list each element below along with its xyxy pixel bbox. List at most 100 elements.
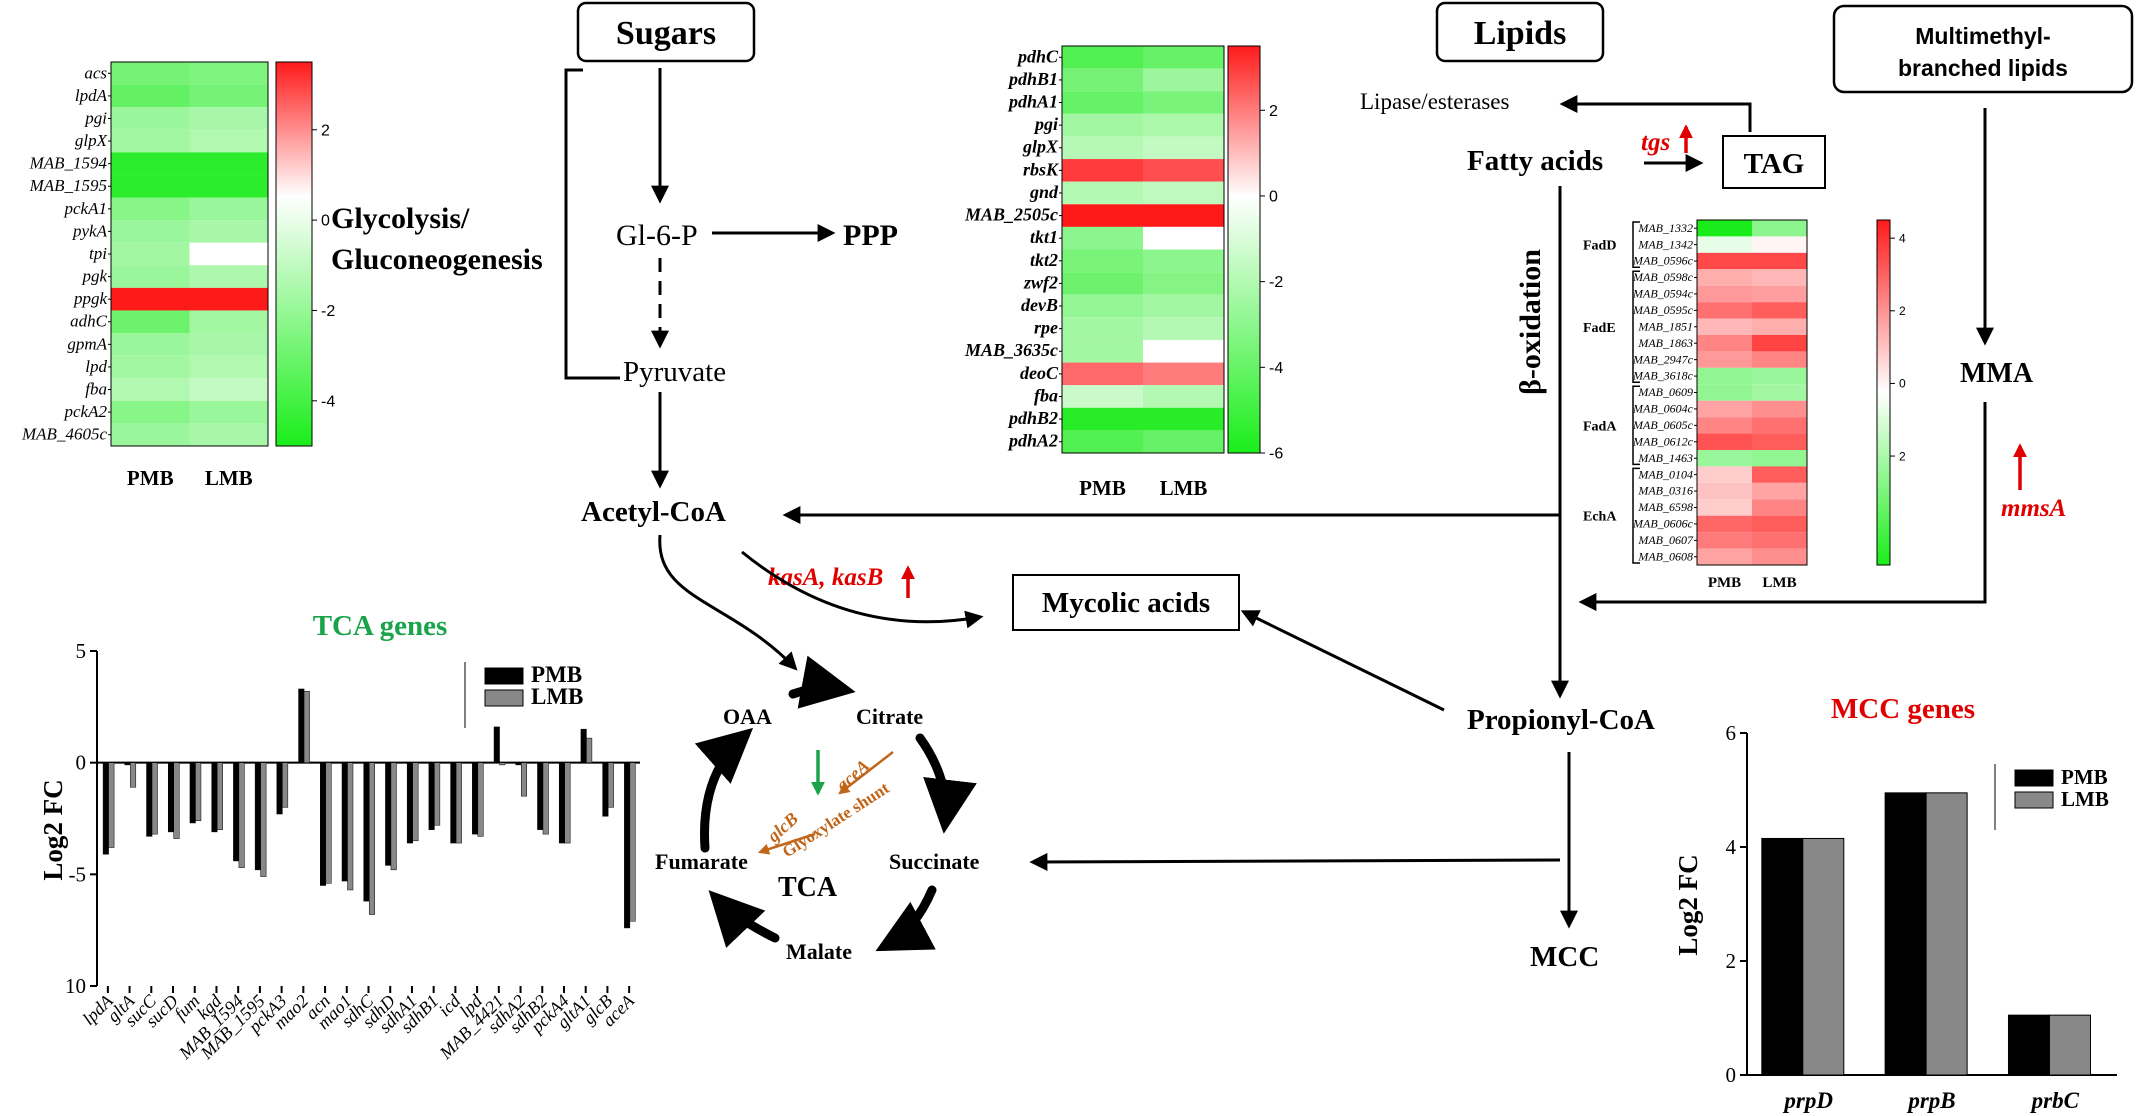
heatmap-cell bbox=[1062, 339, 1143, 363]
heatmap-row-label: rbsK bbox=[1023, 159, 1060, 179]
glc6p-label: Gl-6-P bbox=[616, 219, 698, 252]
heatmap-cell bbox=[111, 107, 190, 130]
bar-pmb bbox=[385, 762, 392, 866]
group-bracket bbox=[1632, 467, 1640, 564]
bar-lmb bbox=[390, 762, 397, 871]
succinate-label: Succinate bbox=[889, 849, 980, 874]
heatmap-cell bbox=[1697, 482, 1752, 500]
heatmap-row-label: lpd bbox=[85, 357, 107, 376]
mcc-chart-ylabel: Log2 FC bbox=[1673, 854, 1703, 955]
heatmap-cell bbox=[1143, 159, 1224, 182]
x-tick-label: prpB bbox=[1906, 1088, 1955, 1113]
bar-lmb bbox=[173, 762, 180, 839]
tca-cycle: OAA Citrate Succinate Malate Fumarate TC… bbox=[655, 655, 980, 964]
heatmap-cell bbox=[1752, 532, 1807, 549]
heatmap-row-label: pgi bbox=[1033, 114, 1058, 134]
citrate-label: Citrate bbox=[856, 704, 923, 729]
heatmap-row-label: fba bbox=[85, 379, 107, 398]
heatmap-row-label: acs bbox=[84, 63, 107, 82]
heatmap-cell bbox=[1752, 466, 1807, 483]
heatmap-cell bbox=[189, 174, 268, 198]
heatmap-row-label: MAB_1594 bbox=[29, 154, 108, 173]
acetyl-coa-label: Acetyl-CoA bbox=[581, 496, 726, 528]
heatmap-row-label: MAB_0104 bbox=[1637, 467, 1693, 481]
heatmap-cell bbox=[111, 62, 190, 85]
heatmap-cell bbox=[1697, 351, 1752, 368]
tca-chart-title: TCA genes bbox=[313, 610, 448, 642]
heatmap-row-label: MAB_1332 bbox=[1637, 221, 1693, 235]
mcc-chart-title: MCC genes bbox=[1831, 693, 1975, 725]
heatmap-cell bbox=[1062, 385, 1143, 408]
heatmap-row-label: MAB_0594c bbox=[1632, 287, 1694, 301]
heatmap-cell bbox=[1697, 417, 1752, 434]
legend-label: LMB bbox=[531, 684, 583, 709]
heatmap-cell bbox=[1143, 68, 1224, 92]
bar-pmb bbox=[341, 762, 348, 882]
heatmap-row-label: pdhA1 bbox=[1007, 92, 1058, 112]
tag-label: TAG bbox=[1744, 148, 1805, 180]
bar-pmb bbox=[298, 688, 305, 763]
heatmap-row-label: pdhC bbox=[1016, 46, 1059, 66]
legend-swatch bbox=[484, 689, 524, 707]
group-label: FadA bbox=[1583, 419, 1617, 434]
bar-pmb bbox=[1884, 792, 1927, 1076]
heatmap-cell bbox=[189, 378, 268, 401]
heatmap-cell bbox=[1143, 294, 1224, 318]
heatmap-col-label: LMB bbox=[1762, 575, 1796, 591]
heatmap-row-label: MAB_0609 bbox=[1637, 385, 1693, 399]
heatmap-row-label: fba bbox=[1034, 385, 1058, 405]
bar-lmb bbox=[2048, 1014, 2091, 1076]
bar-lmb bbox=[108, 762, 115, 848]
heatmap-cell bbox=[1143, 226, 1224, 250]
heatmap-colorbar bbox=[1876, 219, 1891, 566]
pathway-arrows bbox=[564, 68, 1994, 929]
colorbar-tick-label: 2 bbox=[321, 122, 330, 139]
tca-genes-chart: TCA genes Log2 FC 50-510lpdAgltAsucCsucD… bbox=[38, 610, 640, 1064]
heatmap-cell bbox=[189, 129, 268, 153]
heatmap-frame bbox=[1061, 45, 1225, 454]
heatmap-frame bbox=[1696, 219, 1808, 566]
heatmap-cell bbox=[1752, 351, 1807, 368]
heatmap-cell bbox=[1062, 272, 1143, 295]
heatmap-row-label: pykA bbox=[72, 221, 108, 240]
heatmap-row-label: MAB_2505c bbox=[964, 205, 1058, 225]
heatmap-cell bbox=[1143, 317, 1224, 340]
heatmap-cell bbox=[1697, 548, 1752, 565]
heatmap-row-label: gnd bbox=[1029, 182, 1059, 202]
heatmap-cell bbox=[1143, 407, 1224, 431]
colorbar-tick-label: -4 bbox=[1269, 360, 1283, 377]
heatmap-row-label: MAB_0612c bbox=[1632, 434, 1694, 448]
heatmap-cell bbox=[1752, 417, 1807, 434]
bar-lmb bbox=[282, 762, 289, 808]
group-bracket bbox=[1632, 221, 1640, 269]
heatmap-cell bbox=[1062, 113, 1143, 137]
kas-label: kasA, kasB bbox=[768, 564, 883, 591]
heatmap-cell bbox=[1697, 269, 1752, 286]
colorbar-tick-label: -2 bbox=[321, 303, 335, 320]
heatmap-row-label: devB bbox=[1021, 295, 1058, 315]
heatmap-cell bbox=[1752, 515, 1807, 533]
glycolysis-label-1: Glycolysis/ bbox=[331, 202, 470, 235]
heatmap-row-label: pckA2 bbox=[64, 402, 108, 421]
heatmap-row-label: glpX bbox=[1022, 137, 1059, 157]
heatmap-row-label: MAB_0316 bbox=[1637, 484, 1693, 498]
heatmap-row-label: MAB_1863 bbox=[1637, 336, 1693, 350]
heatmap-cell bbox=[189, 265, 268, 288]
heatmap-row-label: pdhA2 bbox=[1007, 431, 1058, 451]
colorbar-tick-label: 0 bbox=[1269, 189, 1278, 206]
heatmap-cell bbox=[111, 197, 190, 221]
heatmap-cell bbox=[1143, 91, 1224, 114]
bar-pmb bbox=[211, 762, 218, 833]
heatmap-cell bbox=[1752, 482, 1807, 500]
heatmap-cell bbox=[1143, 46, 1224, 69]
heatmap-cell bbox=[1697, 302, 1752, 319]
heatmap-cell bbox=[189, 84, 268, 108]
heatmap-cell bbox=[1697, 252, 1752, 270]
heatmap-row-label: zwf2 bbox=[1023, 272, 1058, 292]
mycolic-box bbox=[1012, 574, 1240, 631]
heatmap-cell bbox=[111, 129, 190, 153]
bar-lmb bbox=[521, 762, 528, 797]
bar-pmb bbox=[493, 726, 500, 763]
heatmap-cell bbox=[1062, 91, 1143, 114]
